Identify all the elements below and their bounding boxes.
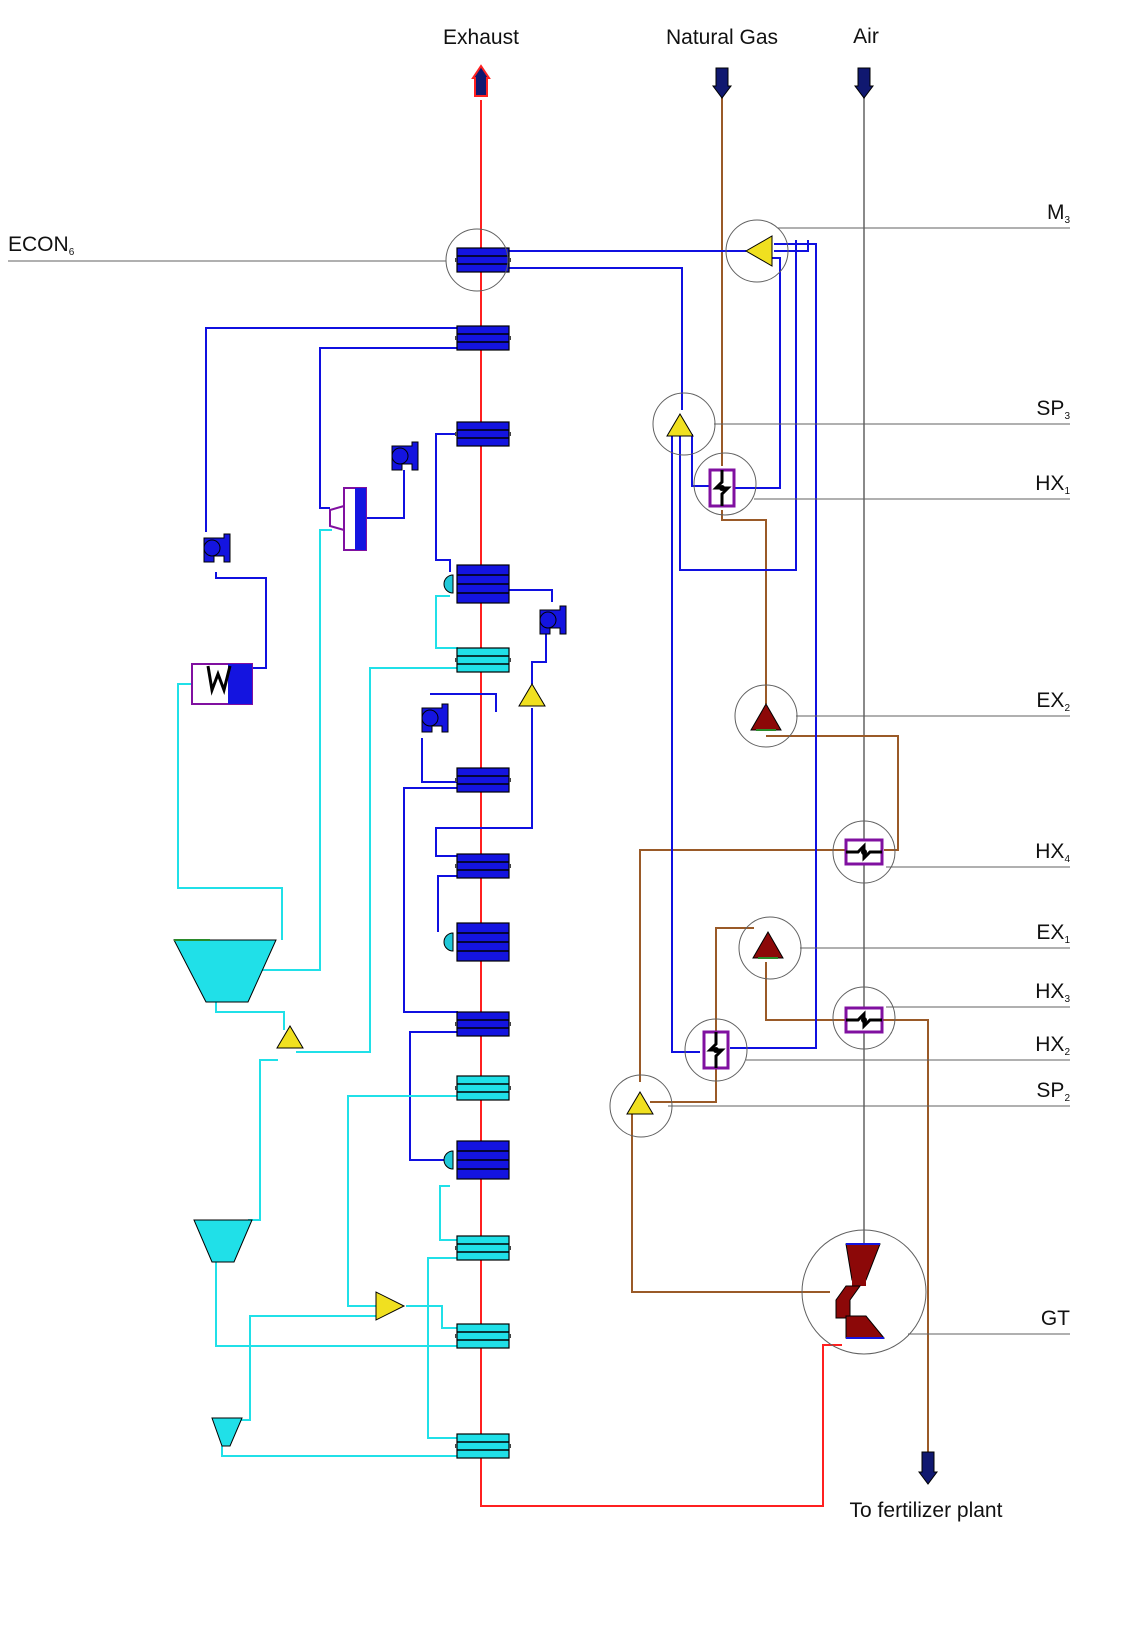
sp2-label: SP2: [1036, 1079, 1070, 1104]
turbine-lp-3-icon: [211, 1417, 243, 1447]
hx1-exchanger-icon: [708, 468, 736, 508]
lp-exchanger-5: [454, 1433, 512, 1459]
natural-gas-label: Natural Gas: [666, 26, 778, 49]
lp-exchanger-1: [454, 647, 512, 673]
hx4-label: HX4: [1035, 840, 1070, 865]
gt-gas-turbine-icon: [835, 1243, 886, 1339]
mixer-icon: [375, 1291, 406, 1321]
pump-icon: [539, 605, 567, 635]
hx2-exchanger-icon: [702, 1030, 730, 1070]
lp-exchanger-2: [454, 1075, 512, 1101]
turbine-lp-1-icon: [173, 939, 277, 1003]
ex2-label: EX2: [1036, 689, 1070, 714]
evaporator-1: [443, 564, 510, 604]
hx3-label: HX3: [1035, 980, 1070, 1005]
splitter-icon: [276, 1025, 304, 1049]
condenser-icon: [191, 663, 253, 705]
econ6-label: ECON6: [8, 233, 75, 258]
ex1-label: EX1: [1036, 921, 1070, 946]
hx4-exchanger-icon: [844, 838, 884, 866]
m3-mixer-icon: [744, 235, 773, 267]
splitter-icon: [518, 683, 546, 707]
lp-exchanger-3: [454, 1235, 512, 1261]
evaporator-3: [443, 1140, 510, 1180]
deaerator-icon: [329, 487, 367, 551]
fertilizer-stream: [882, 1019, 929, 1460]
hx1-label: HX1: [1035, 472, 1070, 497]
hx3-exchanger-icon: [844, 1006, 884, 1034]
natural-gas-arrow: [712, 67, 732, 99]
natural-gas-stream: [721, 96, 767, 704]
ex2-expander-icon: [750, 703, 782, 731]
pump-icon: [203, 533, 231, 563]
economizer-3: [454, 421, 512, 447]
lp-exchanger-4: [454, 1323, 512, 1349]
economizer-6: [454, 1011, 512, 1037]
fertilizer-label: To fertilizer plant: [850, 1499, 1003, 1522]
fertilizer-arrow: [918, 1451, 938, 1485]
pump-icon: [421, 703, 449, 733]
air-arrow: [854, 67, 874, 99]
exhaust-label: Exhaust: [443, 26, 519, 49]
economizer-5: [454, 853, 512, 879]
pump-icon: [391, 441, 419, 471]
air-label: Air: [853, 25, 879, 48]
m3-label: M3: [1047, 201, 1071, 226]
exhaust-stream: [480, 100, 842, 1507]
ex1-expander-icon: [752, 931, 784, 959]
hx2-label: HX2: [1035, 1033, 1070, 1058]
turbine-lp-2-icon: [193, 1219, 253, 1263]
econ6-exchanger: [454, 247, 512, 273]
gt-label: GT: [1041, 1307, 1070, 1330]
blue-piping-right: [508, 240, 817, 1053]
blue-piping-left: [205, 327, 553, 1161]
sp2-splitter-icon: [626, 1091, 654, 1115]
cyan-piping: [177, 529, 458, 1457]
exhaust-arrow: [471, 64, 491, 97]
evaporator-2: [443, 922, 510, 962]
gas-piping: [631, 735, 899, 1293]
callout-markers: [8, 219, 1070, 1355]
economizer-2: [454, 325, 512, 351]
sp3-splitter-icon: [666, 413, 694, 437]
economizer-4: [454, 767, 512, 793]
sp3-label: SP3: [1036, 397, 1070, 422]
